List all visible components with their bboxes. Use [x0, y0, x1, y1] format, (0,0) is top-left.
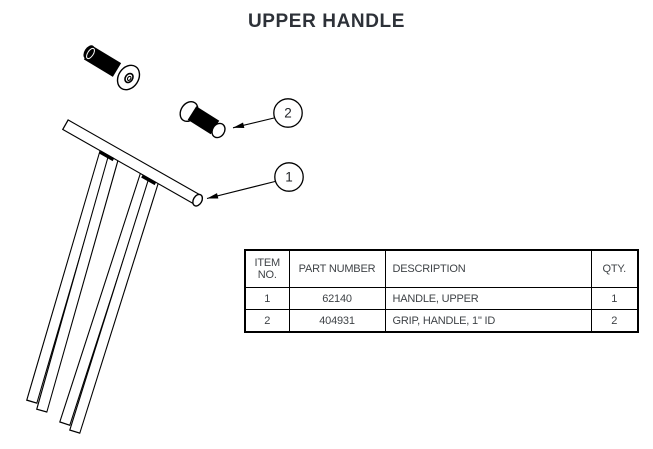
cell-description: GRIP, HANDLE, 1" ID: [384, 309, 592, 333]
callout-circle: [274, 162, 304, 192]
cell-part-number: 404931: [288, 309, 386, 333]
header-item-no: ITEM NO.: [244, 249, 290, 288]
handle-leg-right: [59, 167, 161, 434]
table-row: 2 404931 GRIP, HANDLE, 1" ID 2: [244, 309, 639, 333]
cell-qty: 2: [590, 309, 639, 333]
parts-table-header-row: ITEM NO. PART NUMBER DESCRIPTION QTY.: [244, 249, 639, 288]
parts-table: ITEM NO. PART NUMBER DESCRIPTION QTY. 1 …: [244, 249, 639, 333]
handle-leg-left: [26, 146, 120, 413]
grip-item2-drawing: [179, 100, 226, 139]
cell-description: HANDLE, UPPER: [384, 287, 592, 310]
grip-loose-drawing: [83, 45, 141, 91]
callout-1: 1: [206, 162, 304, 200]
callout-2: 2: [232, 98, 303, 129]
page-title: UPPER HANDLE: [247, 11, 406, 32]
header-part-number: PART NUMBER: [288, 249, 386, 288]
leader-line: [232, 117, 275, 129]
grip-end-cap: [211, 122, 226, 139]
cell-qty: 1: [590, 287, 639, 310]
table-row: 1 62140 HANDLE, UPPER 1: [244, 287, 639, 310]
handle-crossbar: [61, 119, 204, 207]
callout-circle: [273, 98, 303, 128]
header-description: DESCRIPTION: [384, 249, 592, 288]
callout-label: 2: [284, 106, 292, 121]
callout-label: 1: [285, 170, 293, 185]
grip-cap-highlight: [86, 47, 95, 60]
header-qty: QTY.: [590, 249, 639, 288]
weld-joint-left: [99, 150, 115, 162]
cell-part-number: 62140: [288, 287, 386, 310]
cell-item-no: 2: [244, 309, 290, 333]
grip-hole-inner: [126, 75, 132, 81]
leader-line: [206, 180, 276, 200]
weld-joint-right: [141, 174, 157, 186]
cell-item-no: 1: [244, 287, 290, 310]
upper-handle-drawing: [26, 119, 204, 434]
crossbar-end-cap: [192, 193, 204, 207]
grip-body: [187, 106, 220, 135]
